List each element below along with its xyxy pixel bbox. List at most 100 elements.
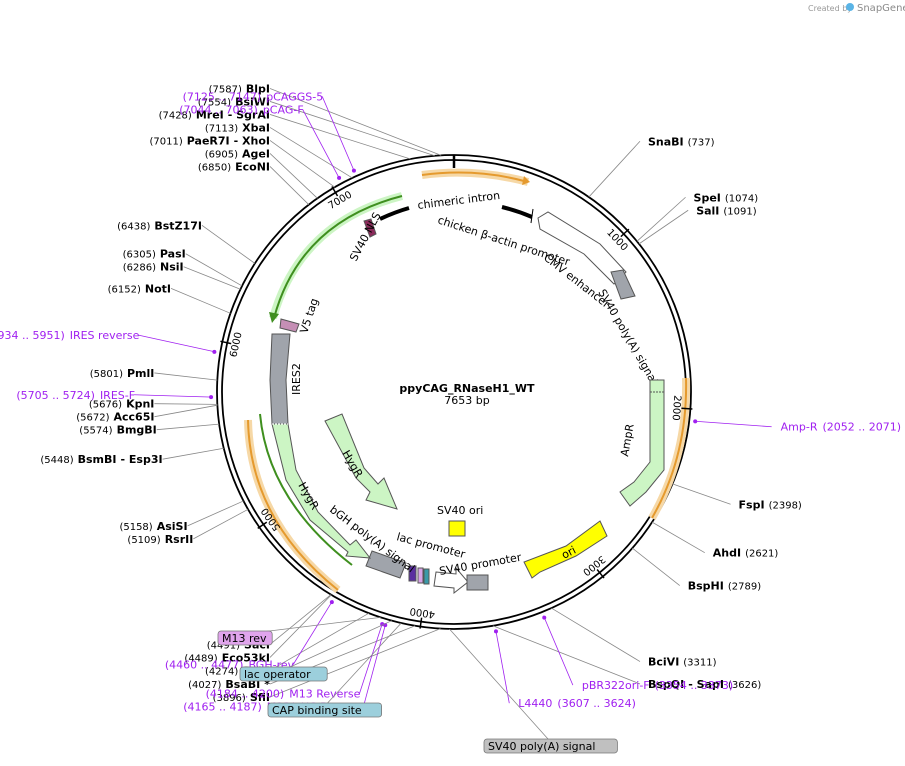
tick-mark <box>681 407 693 410</box>
lac-promoter-box <box>408 565 417 582</box>
primer-label: (5934 .. 5951)IRES reverse <box>0 329 140 342</box>
primer-arrow-icon <box>493 629 498 634</box>
enzyme-leader-line <box>269 166 310 205</box>
enzyme-pos: (5672) <box>76 413 109 424</box>
boxed-feature-leader <box>449 628 551 743</box>
feature-label-ires2: IRES2 <box>290 363 303 395</box>
enzyme-label: (6152) NotI <box>108 282 171 295</box>
enzyme-label: (7554)BsiWI <box>198 95 270 108</box>
enzyme-leader-line <box>672 483 731 505</box>
enzyme-label: (5672)Acc65I <box>76 411 154 424</box>
sv40-polya-box-top <box>610 269 636 300</box>
enzyme-leader-line <box>156 423 220 431</box>
enzyme-leader-line <box>154 404 218 418</box>
enzyme-name: MreI <box>196 108 224 121</box>
feature-label-sv40-polya-top: SV40 poly(A) signal <box>595 287 660 387</box>
enzyme-pos: (3311) <box>683 658 716 669</box>
v5-tag-box <box>279 318 300 333</box>
primer-leader-line <box>138 334 217 353</box>
enzyme-name: SpeI <box>694 191 721 204</box>
orf-green-highlight <box>269 192 403 320</box>
enzyme-leader-line <box>269 594 332 645</box>
enzyme-name: BstZ17I <box>154 219 202 232</box>
enzyme-leader-line <box>269 127 353 179</box>
enzyme-name: NsiI <box>160 261 184 274</box>
enzyme-label: (6850)EcoNI <box>198 160 270 173</box>
hygr-outer-green-line <box>259 413 353 566</box>
enzyme-name: AhdI <box>713 547 741 560</box>
enzyme-leader-line <box>162 447 224 460</box>
boxed-feature-label: SV40 poly(A) signal <box>488 740 595 753</box>
enzyme-leader-line <box>154 403 218 405</box>
enzyme-label: (5158)AsiSI <box>119 520 187 533</box>
primer-name: IRES-F <box>100 389 135 402</box>
enzyme-leader-line <box>269 153 318 199</box>
tick-mark <box>620 228 630 238</box>
enzyme-leader-line <box>269 88 442 156</box>
primer-name: IRES reverse <box>70 329 140 342</box>
enzyme-pos: (3626) <box>728 680 761 691</box>
enzyme-name: PmlI <box>127 367 154 380</box>
primer-arrow-icon <box>337 175 342 180</box>
enzyme-leader-line <box>638 209 689 245</box>
enzyme-label: SpeI (1074) <box>694 191 759 204</box>
primer-name: Amp-R <box>781 421 818 434</box>
enzyme-name2: - XhoI <box>234 134 270 147</box>
primer-label: (4184 .. 4200)M13 Reverse <box>206 688 361 701</box>
m13-rev-box <box>417 567 424 584</box>
enzyme-pos: (7113) <box>205 123 238 134</box>
ampr-orange-arrow <box>651 377 688 519</box>
enzyme-leader-line <box>269 612 370 671</box>
enzyme-name: PasI <box>160 248 186 261</box>
enzyme-label: (6305) PasI <box>123 248 186 261</box>
ampr-arrow <box>619 379 665 507</box>
tick-mark <box>419 617 423 629</box>
enzyme-label: (7587)BlpI <box>209 82 270 95</box>
primer-leader-line <box>363 623 387 707</box>
enzyme-label: (5801) PmlI <box>90 367 155 380</box>
enzyme-name: NotI <box>145 282 171 295</box>
enzyme-name: BciVI <box>648 656 679 669</box>
tick-label: 6000 <box>228 331 244 358</box>
enzyme-leader-line <box>201 224 256 264</box>
enzyme-pos: (4489) <box>184 653 217 664</box>
enzyme-name: EcoNI <box>235 160 270 173</box>
primer-name: pCAGGS-5 <box>266 90 323 103</box>
sv40-polya-box-bottom <box>466 574 489 591</box>
enzyme-pos: (4027) <box>188 680 221 691</box>
bgh-polya-box <box>365 550 407 579</box>
enzyme-pos: (5676) <box>89 400 122 411</box>
enzyme-pos: (7011) <box>150 136 183 147</box>
enzyme-leader-line <box>193 508 249 540</box>
enzyme-pos: (1091) <box>723 206 756 217</box>
primer-leader-line <box>359 622 384 694</box>
sv40-ori-box <box>448 520 466 537</box>
hygr-inner-arrow <box>324 413 398 510</box>
enzyme-label: (5448)BsmBI- Esp3I <box>40 453 162 466</box>
sv40-nls-box <box>363 218 377 238</box>
enzyme-pos: (6152) <box>108 284 141 295</box>
chimeric-intron-arrow <box>421 171 525 182</box>
enzyme-pos: (1074) <box>725 193 758 204</box>
primer-arrow-icon <box>542 615 547 620</box>
enzyme-pos: (5801) <box>90 369 123 380</box>
enzyme-name: KpnI <box>126 398 154 411</box>
enzyme-leader-line <box>651 521 705 554</box>
sv40-promoter-arrow <box>433 566 469 595</box>
enzyme-name: XbaI <box>242 121 270 134</box>
enzyme-name2: - SapI <box>688 678 724 691</box>
primer-label: (7125 .. 7147)pCAGGS-5 <box>183 90 324 103</box>
enzyme-pos: (6305) <box>123 250 156 261</box>
primer-label: (5705 .. 5724)IRES-F <box>16 389 135 402</box>
enzyme-leader-line <box>269 114 411 160</box>
primer-leader-line <box>693 420 772 428</box>
enzyme-name: BsiWI <box>235 95 270 108</box>
chimeric-intron-bar-right <box>501 205 533 219</box>
tick-mark <box>257 521 268 530</box>
feature-label-sv40-ori: SV40 ori <box>437 504 483 517</box>
primer-leader-line <box>543 615 574 686</box>
enzyme-name: BspHI <box>688 580 724 593</box>
boxed-feature-leader <box>324 622 402 707</box>
